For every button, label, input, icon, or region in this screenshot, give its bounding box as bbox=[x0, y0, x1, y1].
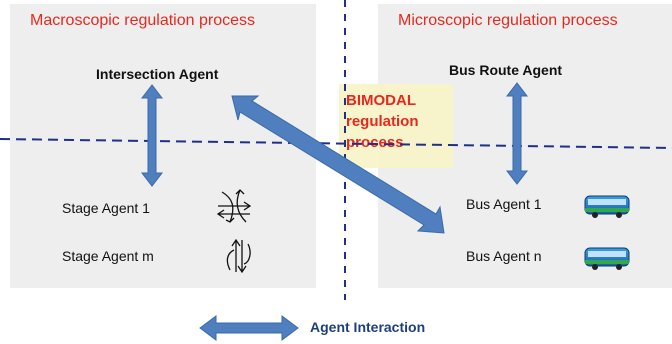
bus-icon bbox=[584, 195, 630, 218]
bimodal-label-line1: BIMODAL bbox=[346, 92, 416, 109]
bus-route-agent-label: Bus Route Agent bbox=[449, 62, 563, 78]
bimodal-label-line3: process bbox=[346, 134, 404, 151]
intersection-agent-label: Intersection Agent bbox=[96, 66, 219, 82]
bimodal-highlight-box bbox=[339, 84, 453, 168]
macroscopic-panel bbox=[10, 4, 316, 288]
bus-icon bbox=[584, 247, 630, 270]
busroute-bus-arrow bbox=[505, 82, 529, 185]
traffic-stage-arrows-icon bbox=[216, 189, 252, 223]
horizontal-dashed-divider bbox=[0, 138, 672, 149]
intersection-stage-arrow bbox=[140, 84, 164, 187]
macroscopic-title: Macroscopic regulation process bbox=[30, 12, 255, 29]
agent-interaction-legend-arrow bbox=[199, 315, 299, 341]
bus-agent-1-label: Bus Agent 1 bbox=[466, 196, 542, 212]
bimodal-label: BIMODAL regulation process bbox=[346, 90, 419, 153]
bimodal-diagonal-arrow bbox=[231, 95, 445, 234]
traffic-turn-arrows-icon bbox=[226, 238, 251, 274]
stage-agent-1-label: Stage Agent 1 bbox=[62, 200, 150, 216]
stage-agent-m-label: Stage Agent m bbox=[62, 248, 154, 264]
microscopic-title: Microscopic regulation process bbox=[398, 12, 618, 29]
bimodal-label-line2: regulation bbox=[346, 113, 419, 130]
bus-agent-n-label: Bus Agent n bbox=[466, 248, 542, 264]
legend-label: Agent Interaction bbox=[310, 319, 426, 335]
